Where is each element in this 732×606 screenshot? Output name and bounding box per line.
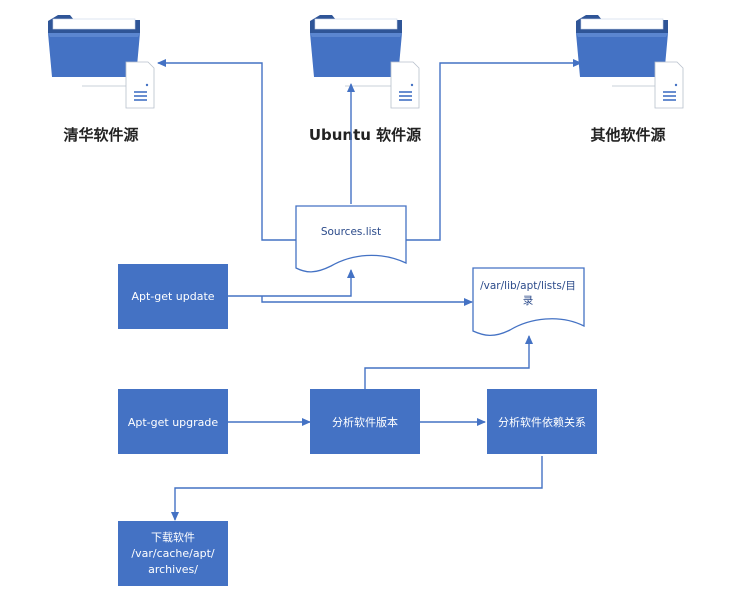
apt-get-update-label: Apt-get update: [131, 290, 214, 303]
lists-dir-document: /var/lib/apt/lists/目 录: [472, 267, 585, 337]
analyze-deps-label: 分析软件依赖关系: [498, 415, 586, 429]
folder-icon-tsinghua: [47, 14, 155, 109]
arrow-update-to-lists: [261, 296, 473, 306]
arrow-update-to-sources: [228, 269, 355, 297]
arrow-to-tsinghua: [157, 59, 296, 241]
analyze-version-box: 分析软件版本: [310, 389, 420, 454]
download-label-line3: archives/: [148, 563, 198, 576]
arrow-version-to-lists: [364, 335, 533, 389]
folder-icon-other: [575, 14, 684, 109]
sources-list-document: Sources.list: [295, 205, 407, 273]
source-label-tsinghua: 清华软件源: [63, 126, 138, 144]
sources-list-label: Sources.list: [321, 226, 381, 238]
apt-get-upgrade-label: Apt-get upgrade: [128, 416, 219, 429]
lists-dir-label-line1: /var/lib/apt/lists/目: [480, 280, 576, 292]
analyze-deps-box: 分析软件依赖关系: [487, 389, 597, 454]
apt-get-upgrade-box: Apt-get upgrade: [118, 389, 228, 454]
lists-dir-label-line2: 录: [523, 295, 534, 307]
arrow-deps-to-download: [171, 456, 543, 521]
apt-get-update-box: Apt-get update: [118, 264, 228, 329]
download-label-line2: /var/cache/apt/: [131, 547, 215, 560]
source-label-other: 其他软件源: [590, 126, 665, 144]
source-label-ubuntu: Ubuntu 软件源: [309, 126, 421, 144]
folder-icon-ubuntu: [309, 14, 420, 109]
analyze-version-label: 分析软件版本: [332, 415, 398, 429]
download-label-line1: 下载软件: [151, 530, 195, 544]
download-box: 下载软件 /var/cache/apt/ archives/: [118, 521, 228, 586]
arrow-to-other: [406, 59, 582, 241]
